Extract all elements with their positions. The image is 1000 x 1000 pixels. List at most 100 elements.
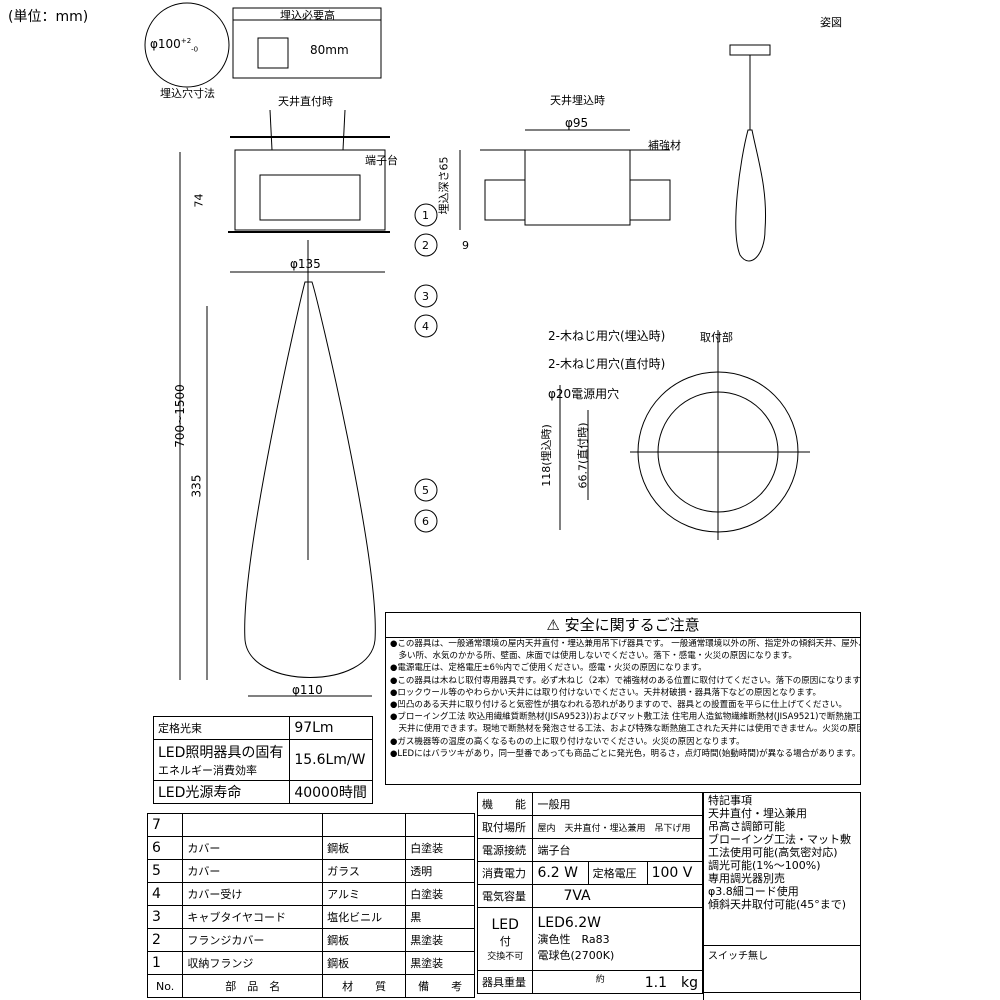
hole-dia: φ100	[150, 37, 181, 51]
dim-9: 9	[462, 239, 469, 252]
cell: 3	[146, 905, 184, 929]
led-line: LED6.2W	[537, 915, 601, 931]
special-item: 専用調光器別売	[708, 872, 785, 885]
callout-2: 2	[422, 239, 429, 252]
cell: 鋼板	[322, 836, 407, 860]
cell: 器具重量	[476, 970, 534, 994]
cell: 97Lm	[289, 716, 373, 740]
note: ●この器具は、一般通常環境の屋内天井直付・埋込兼用吊下げ器具です。 一般通常環境…	[390, 639, 860, 649]
hole-diameter: φ100+2-0	[150, 38, 198, 53]
glass-shade	[244, 281, 376, 678]
power-hole-label: φ20電源用穴	[548, 387, 620, 401]
mounting-title: 取付部	[700, 331, 733, 344]
cell: 端子台	[532, 838, 703, 862]
cell: 消費電力	[476, 861, 534, 885]
dim-335: 335	[189, 474, 204, 498]
special-item: 天井直付・埋込兼用	[708, 807, 807, 820]
cell: アルミ	[322, 882, 407, 906]
header-cell: 部 品 名	[182, 974, 324, 998]
cell: 4	[146, 882, 184, 906]
cell: 2	[146, 928, 184, 952]
cell: 電気容量	[476, 884, 534, 908]
table-row: 7	[146, 813, 475, 837]
cell: 特記事項天井直付・埋込兼用吊高さ調節可能ブローイング工法・マット敷工法使用可能(…	[703, 792, 861, 946]
table-row: 器具重量 約 1.1 kg	[476, 970, 703, 994]
cell: 屋内 天井直付・埋込兼用 吊下げ用	[532, 815, 703, 839]
table-row: 機 能一般用	[476, 792, 703, 816]
note: 天井に使用できます。現地で断熱材を発泡させる工法、および特殊な断熱施工された天井…	[398, 724, 861, 735]
callout-3: 3	[422, 290, 429, 303]
safety-notes: ⚠ 安全に関するご注意 ●この器具は、一般通常環境の屋内天井直付・埋込兼用吊下げ…	[385, 612, 861, 785]
note: ●ブローイング工法 吹込用繊維質断熱材(JISA9523))およびマット敷工法 …	[390, 712, 860, 723]
cell	[703, 992, 861, 1000]
dim-95: φ95	[565, 116, 589, 130]
cell: 鋼板	[322, 951, 407, 975]
cell: 6	[146, 836, 184, 860]
weight-value: 1.1 kg	[644, 975, 698, 991]
recessed-title: 天井埋込時	[550, 94, 605, 107]
cell	[405, 813, 475, 837]
special-item: 傾斜天井取付可能(45°まで)	[708, 898, 847, 911]
label-line: LED照明器具の固有	[158, 745, 284, 761]
cell: 鋼板	[322, 928, 407, 952]
embed-height-value: 80mm	[310, 43, 349, 57]
reinforcement-label: 補強材	[648, 139, 681, 152]
note: ●電源電圧は、定格電圧±6％内でご使用ください。感電・火災の原因になります。	[390, 663, 707, 674]
cell: 取付場所	[476, 815, 534, 839]
special-item: 工法使用可能(高気密対応)	[708, 846, 838, 859]
cell: 6.2 W	[532, 861, 589, 885]
hole-label: 埋込穴寸法	[160, 87, 215, 100]
note: ●ガス機器等の温度の高くなるものの上に取り付けないでください。火災の原因となりま…	[390, 736, 745, 747]
note: ●この器具は木ねじ取付専用器具です。必ず木ねじ（2本）で補強材のある位置に取付け…	[390, 675, 860, 686]
cell: 40000時間	[289, 780, 373, 804]
cell: 5	[146, 859, 184, 883]
weight-approx: 約	[595, 975, 605, 985]
cell: 黒塗装	[405, 928, 475, 952]
tol-minus: -0	[191, 45, 199, 54]
embed-height-box	[232, 7, 382, 79]
led-sub: 付	[499, 934, 511, 948]
note: ●ロックウール等のやわらかい天井には取り付けないでください。天井材破損・器具落下…	[390, 687, 822, 698]
table-header: No.部 品 名材 質備 考	[146, 974, 475, 998]
callout-4: 4	[422, 320, 429, 333]
cell: 機 能	[476, 792, 534, 816]
cell: キャブタイヤコード	[182, 905, 324, 929]
callout-1: 1	[422, 209, 429, 222]
cell: 一般用	[532, 792, 703, 816]
dim-length: 700~1500	[172, 384, 187, 448]
table-row: 取付場所屋内 天井直付・埋込兼用 吊下げ用	[476, 815, 703, 839]
dim-66-7: 66.7(直付時)	[576, 422, 590, 489]
cell: スイッチ無し	[703, 945, 861, 993]
special-item: φ3.8細コード使用	[708, 885, 799, 898]
header-cell: 備 考	[405, 974, 475, 998]
cell: フランジカバー	[182, 928, 324, 952]
callout-circles	[414, 203, 438, 533]
note: ●凹凸のある天井に取り付けると気密性が損なわれる恐れがありますので、器具との設置…	[390, 700, 847, 711]
led-label: LED	[491, 916, 519, 933]
cell	[322, 813, 407, 837]
callout-5: 5	[422, 484, 429, 497]
cell: 7	[146, 813, 184, 837]
spec-table: 機 能一般用 取付場所屋内 天井直付・埋込兼用 吊下げ用 電源接続端子台 消費電…	[476, 792, 704, 994]
cell: 7VA	[532, 884, 703, 908]
dim-110: φ110	[292, 683, 323, 697]
cell: 100 V	[646, 861, 704, 885]
cell: LED照明器具の固有エネルギー消費効率	[152, 739, 291, 781]
view-label: 姿図	[820, 16, 842, 29]
header-cell: No.	[146, 974, 184, 998]
special-item: ブローイング工法・マット敷	[708, 833, 851, 846]
screw-recessed-label: 2-木ねじ用穴(埋込時)	[548, 329, 666, 343]
tol-plus: +2	[180, 37, 192, 45]
